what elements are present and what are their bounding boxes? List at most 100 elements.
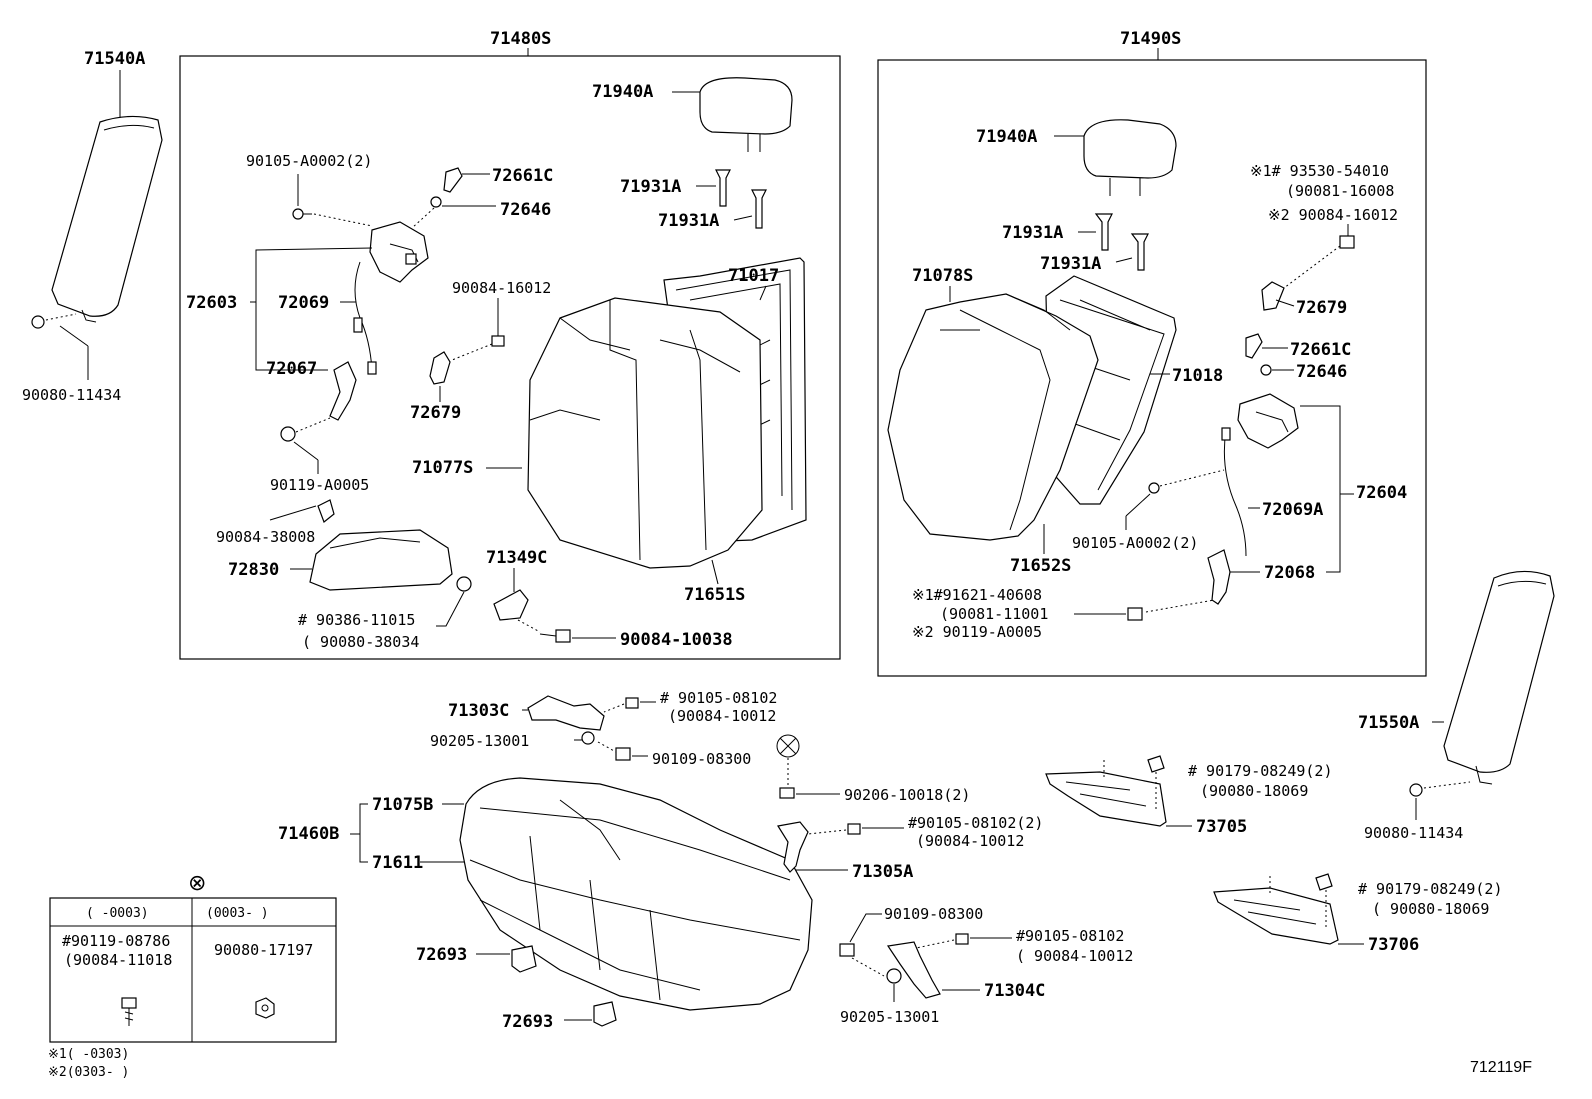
lower-bracket-part xyxy=(777,821,809,873)
right-headrest-support-1-part xyxy=(1094,213,1113,251)
bracket-bolt-part xyxy=(807,823,861,835)
right-lever-label: 72068 xyxy=(1264,563,1315,583)
right-support-1-label: 71931A xyxy=(1002,223,1063,243)
right-cable-label: 72069A xyxy=(1262,500,1323,520)
lower-bracket-2-part xyxy=(886,941,941,999)
bracket-2-bolt-1-label: #90105-08102 xyxy=(1016,927,1124,945)
panel-2-bolt-part xyxy=(1315,873,1333,930)
left-armrest-bolt-label: 90080-11434 xyxy=(22,386,121,404)
right-note-2-label: ※2 90084-16012 xyxy=(1268,206,1398,224)
left-support-2-label: 71931A xyxy=(658,211,719,231)
left-lever-part xyxy=(329,361,357,421)
left-armrest-part xyxy=(51,115,163,323)
left-pad-label: 71651S xyxy=(684,585,745,605)
bracket-bolt-1-label: #90105-08102(2) xyxy=(908,814,1043,832)
grommet-part xyxy=(779,787,795,799)
left-bolt-d-part xyxy=(517,619,571,643)
left-clip-label: 72646 xyxy=(500,200,551,220)
left-screw-label: 90105-A0002(2) xyxy=(246,152,372,170)
right-knob-label: 72661C xyxy=(1290,340,1351,360)
legend-note-2: ※2(0303- ) xyxy=(48,1065,129,1080)
right-armrest-bolt-label: 90080-11434 xyxy=(1364,824,1463,842)
right-group-box xyxy=(877,59,1427,677)
washer-2-part xyxy=(886,968,902,984)
right-seatback-cover-part xyxy=(887,293,1099,541)
right-support-2-label: 71931A xyxy=(1040,254,1101,274)
left-bracket-label: 71349C xyxy=(486,548,547,568)
right-bolt-1b-label: (90081-11001 xyxy=(940,605,1048,623)
right-screw-part xyxy=(1148,469,1225,494)
legend-nut-icon xyxy=(255,997,275,1019)
left-knob-part xyxy=(443,167,463,193)
hinge-part xyxy=(527,695,605,731)
left-spacer-1-label: # 90386-11015 xyxy=(298,611,415,629)
left-bolt-d-label: 90084-10038 xyxy=(620,630,733,650)
panel-2-label: 73706 xyxy=(1368,935,1419,955)
bolt-2-part xyxy=(839,943,885,977)
right-bolt-top-part xyxy=(1339,235,1355,249)
right-bolt-1a-label: ※1#91621-40608 xyxy=(912,586,1042,604)
left-armrest-bolt-part xyxy=(31,313,77,329)
left-headrest-support-2-part xyxy=(751,189,767,229)
cushion-cover-label: 71075B xyxy=(372,795,433,815)
right-bezel-part xyxy=(1261,281,1285,311)
legend-col1-head: ( -0003) xyxy=(86,906,149,921)
panel-1-bolt-1-label: # 90179-08249(2) xyxy=(1188,762,1333,780)
right-lock-assy-label: 72604 xyxy=(1356,483,1407,503)
cushion-symbol-part xyxy=(776,734,800,786)
panel-2-bolt-2-label: ( 90080-18069 xyxy=(1372,900,1489,918)
bracket-2-bolt-part xyxy=(915,933,969,949)
panel-1-label: 73705 xyxy=(1196,817,1247,837)
left-spacer-part xyxy=(456,576,472,592)
left-knob-label: 72661C xyxy=(492,166,553,186)
diagram-reference: 712119F xyxy=(1470,1059,1532,1076)
left-bolt-c-part xyxy=(317,499,335,523)
legend-col2-head: (0003- ) xyxy=(206,906,269,921)
washer-2-label: 90205-13001 xyxy=(840,1008,939,1026)
hinge-bolt-2-label: (90084-10012 xyxy=(668,707,776,725)
right-armrest-bolt-part xyxy=(1409,781,1471,797)
legend-note-1: ※1( -0303) xyxy=(48,1047,129,1062)
left-frame-label: 71017 xyxy=(728,266,779,286)
left-cable-part xyxy=(353,261,377,375)
left-bezel-label: 72679 xyxy=(410,403,461,423)
washer-part xyxy=(581,731,595,745)
left-lock-assembly-part xyxy=(369,221,429,283)
right-cable-part xyxy=(1221,427,1247,557)
right-armrest-label: 71550A xyxy=(1358,713,1419,733)
left-support-1-label: 71931A xyxy=(620,177,681,197)
lower-bolt-part xyxy=(597,741,631,761)
stopper-2-part xyxy=(593,1001,617,1027)
left-cushion-pad-part xyxy=(309,529,453,591)
left-bolt-c-label: 90084-38008 xyxy=(216,528,315,546)
left-lever-label: 72067 xyxy=(266,359,317,379)
left-headrest-support-1-part xyxy=(715,169,731,207)
left-bracket-part xyxy=(493,589,529,621)
left-bolt-a-part xyxy=(280,417,331,442)
panel-2-part xyxy=(1213,876,1339,945)
left-cable-label: 72069 xyxy=(278,293,329,313)
right-note-1b-label: (90081-16008 xyxy=(1286,182,1394,200)
right-note-1a-label: ※1# 93530-54010 xyxy=(1250,162,1389,180)
left-seatback-cover-part xyxy=(527,297,763,569)
stopper-1-label: 72693 xyxy=(416,945,467,965)
hinge-bolt-1-label: # 90105-08102 xyxy=(660,689,777,707)
right-clip-label: 72646 xyxy=(1296,362,1347,382)
right-armrest-part xyxy=(1443,570,1555,785)
cushion-assy-label: 71460B xyxy=(278,824,339,844)
panel-1-bolt-2-label: (90080-18069 xyxy=(1200,782,1308,800)
bracket-2-bolt-2-label: ( 90084-10012 xyxy=(1016,947,1133,965)
right-cover-label: 71078S xyxy=(912,266,973,286)
hinge-bolt-part xyxy=(603,697,639,713)
panel-1-part xyxy=(1045,760,1167,827)
seat-cushion-part xyxy=(459,777,813,1011)
grommet-label: 90206-10018(2) xyxy=(844,786,970,804)
right-frame-label: 71018 xyxy=(1172,366,1223,386)
legend-col2-line1: 90080-17197 xyxy=(214,941,313,959)
lower-bolt-label: 90109-08300 xyxy=(652,750,751,768)
left-headrest-part xyxy=(699,77,793,152)
stopper-2-label: 72693 xyxy=(502,1012,553,1032)
left-clip-part xyxy=(430,196,442,208)
left-bolt-b-part xyxy=(491,314,505,347)
